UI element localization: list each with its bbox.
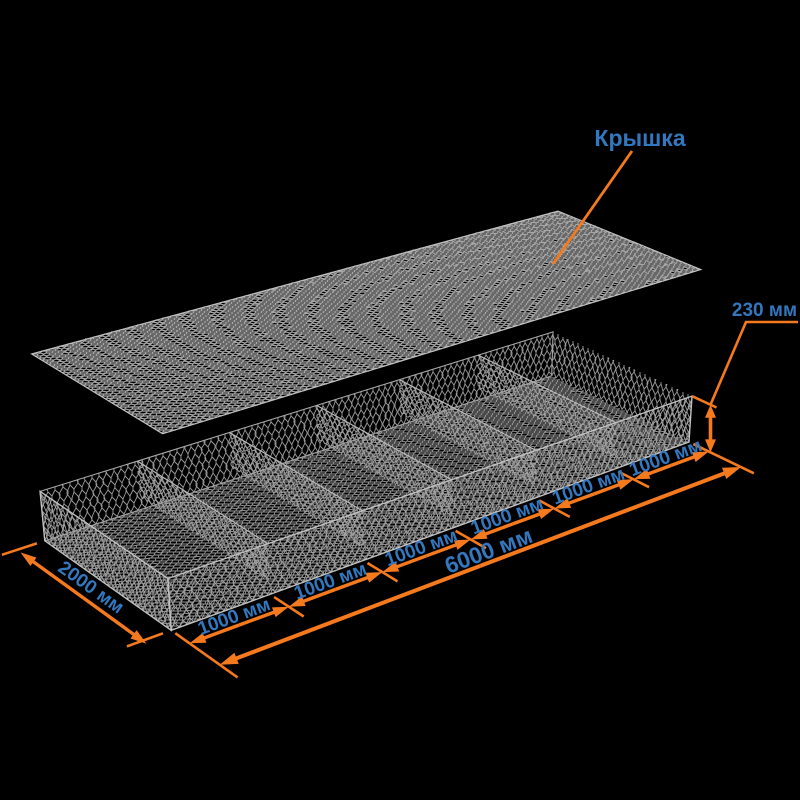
- svg-text:Крышка: Крышка: [594, 125, 685, 151]
- svg-text:230 мм: 230 мм: [732, 300, 797, 321]
